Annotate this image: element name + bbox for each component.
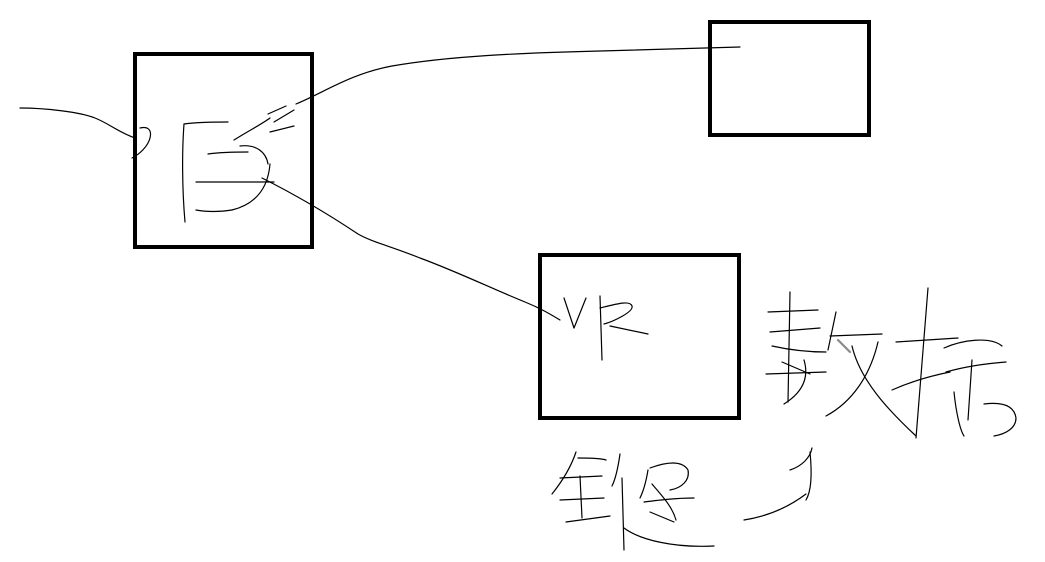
connector-to-top-right-box [295,46,741,105]
left-box [133,52,314,249]
top-right-box [708,20,871,137]
left-box-handwritten-label [131,105,295,223]
incoming-connector-line [19,107,136,139]
handwritten-label-shuju [765,287,1017,439]
bottom-box [538,253,741,420]
handwritten-label-daobian [551,451,715,551]
bottom-box-handwritten-label [563,295,649,361]
connector-to-bottom-box [261,177,561,321]
handwritten-label-mark [743,447,813,521]
